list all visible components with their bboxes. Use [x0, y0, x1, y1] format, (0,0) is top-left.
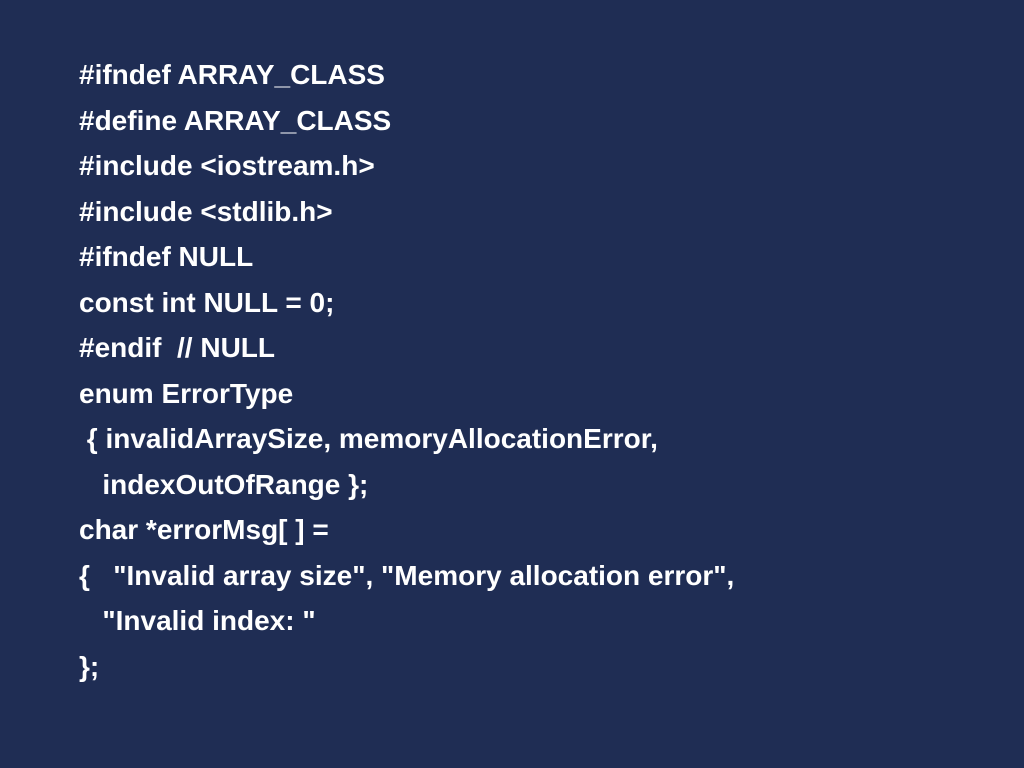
code-line: const int NULL = 0;	[79, 286, 335, 318]
code-listing: #ifndef ARRAY_CLASS #define ARRAY_CLASS …	[79, 52, 734, 689]
code-line: indexOutOfRange };	[79, 468, 369, 500]
code-line: #endif // NULL	[79, 332, 275, 363]
code-line: #include <iostream.h>	[79, 150, 375, 181]
code-line: { "Invalid array size", "Memory allocati…	[79, 559, 735, 591]
code-line: { invalidArraySize, memoryAllocationErro…	[79, 423, 658, 454]
code-line: #define ARRAY_CLASS	[79, 104, 392, 136]
code-line: #ifndef ARRAY_CLASS	[79, 59, 385, 90]
code-line: enum ErrorType	[79, 377, 294, 409]
code-line: char *errorMsg[ ] =	[79, 514, 329, 545]
code-line: #include <stdlib.h>	[79, 195, 333, 227]
code-line: };	[79, 650, 100, 682]
code-line: #ifndef NULL	[79, 241, 254, 272]
code-line: "Invalid index: "	[79, 605, 316, 636]
